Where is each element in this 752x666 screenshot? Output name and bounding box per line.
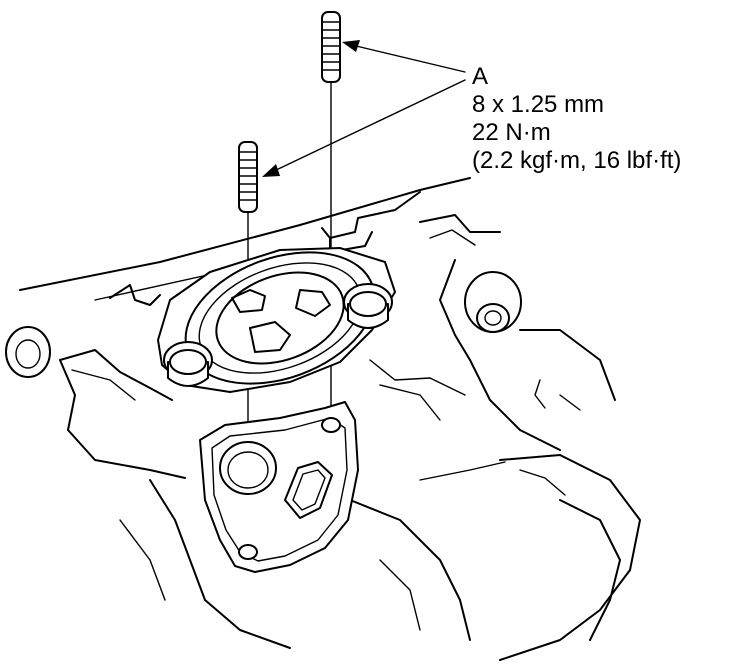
callout-torque: 22 N·m (472, 119, 551, 146)
callout-torque-alt: (2.2 kgf·m, 16 lbf·ft) (472, 147, 681, 174)
callout-size: 8 x 1.25 mm (472, 91, 604, 118)
housing-outline (5, 177, 641, 661)
stud-bolt-upper (321, 11, 341, 83)
arrowhead-lower (262, 164, 280, 177)
leader-arrows (262, 40, 466, 177)
callout-label: A 8 x 1.25 mm 22 N·m (2.2 kgf·m, 16 lbf·… (472, 63, 681, 174)
stud-bolt-lower (238, 141, 258, 213)
flange-gasket (157, 247, 396, 393)
arrowhead-upper (342, 40, 360, 52)
callout-letter: A (472, 63, 488, 90)
mounting-bracket (199, 401, 359, 573)
